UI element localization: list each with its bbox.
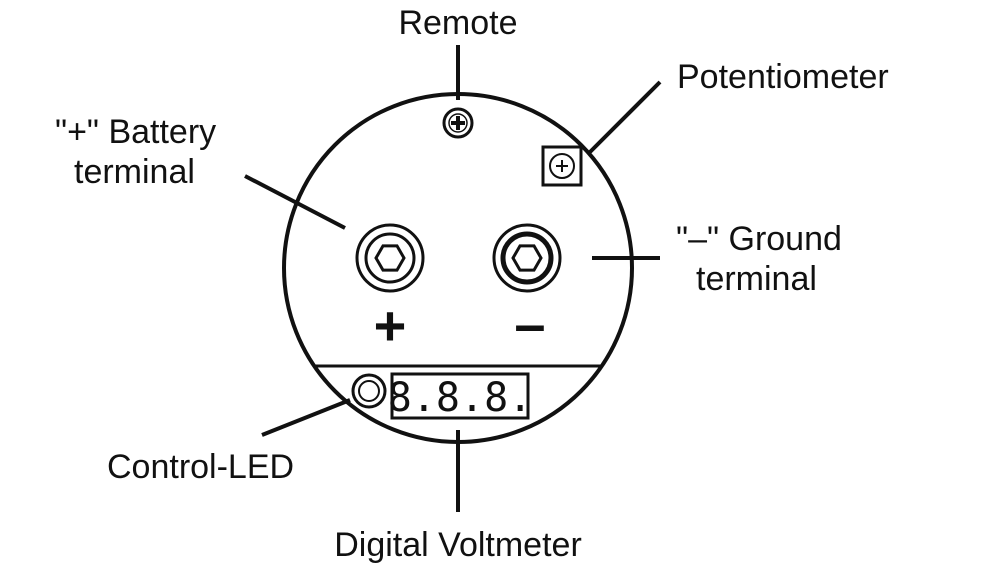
potentiometer-leader — [588, 80, 662, 154]
remote-connector-icon — [442, 107, 474, 139]
control-led-label: Control-LED — [107, 448, 294, 486]
ground-terminal-label-line2: terminal — [696, 260, 817, 298]
voltmeter-display — [390, 372, 530, 420]
voltmeter-readout: 8.8.8. — [388, 375, 533, 421]
control-led-icon — [351, 373, 387, 409]
potentiometer-label: Potentiometer — [677, 58, 889, 96]
potentiometer-icon — [541, 145, 583, 187]
battery-terminal-label-line2: terminal — [74, 153, 195, 191]
battery-terminal-label-line1: "+" Battery — [55, 113, 216, 151]
control-led-leader — [261, 398, 351, 437]
positive-terminal-icon — [355, 223, 425, 293]
remote-label: Remote — [398, 4, 517, 42]
digital-voltmeter-label: Digital Voltmeter — [334, 526, 582, 564]
battery-leader — [244, 174, 346, 230]
leader-lines — [244, 45, 662, 512]
minus-symbol: – — [514, 292, 545, 355]
ground-terminal-label-line1: "–" Ground — [676, 220, 842, 258]
negative-terminal-icon — [492, 223, 562, 293]
plus-symbol: + — [374, 294, 407, 357]
